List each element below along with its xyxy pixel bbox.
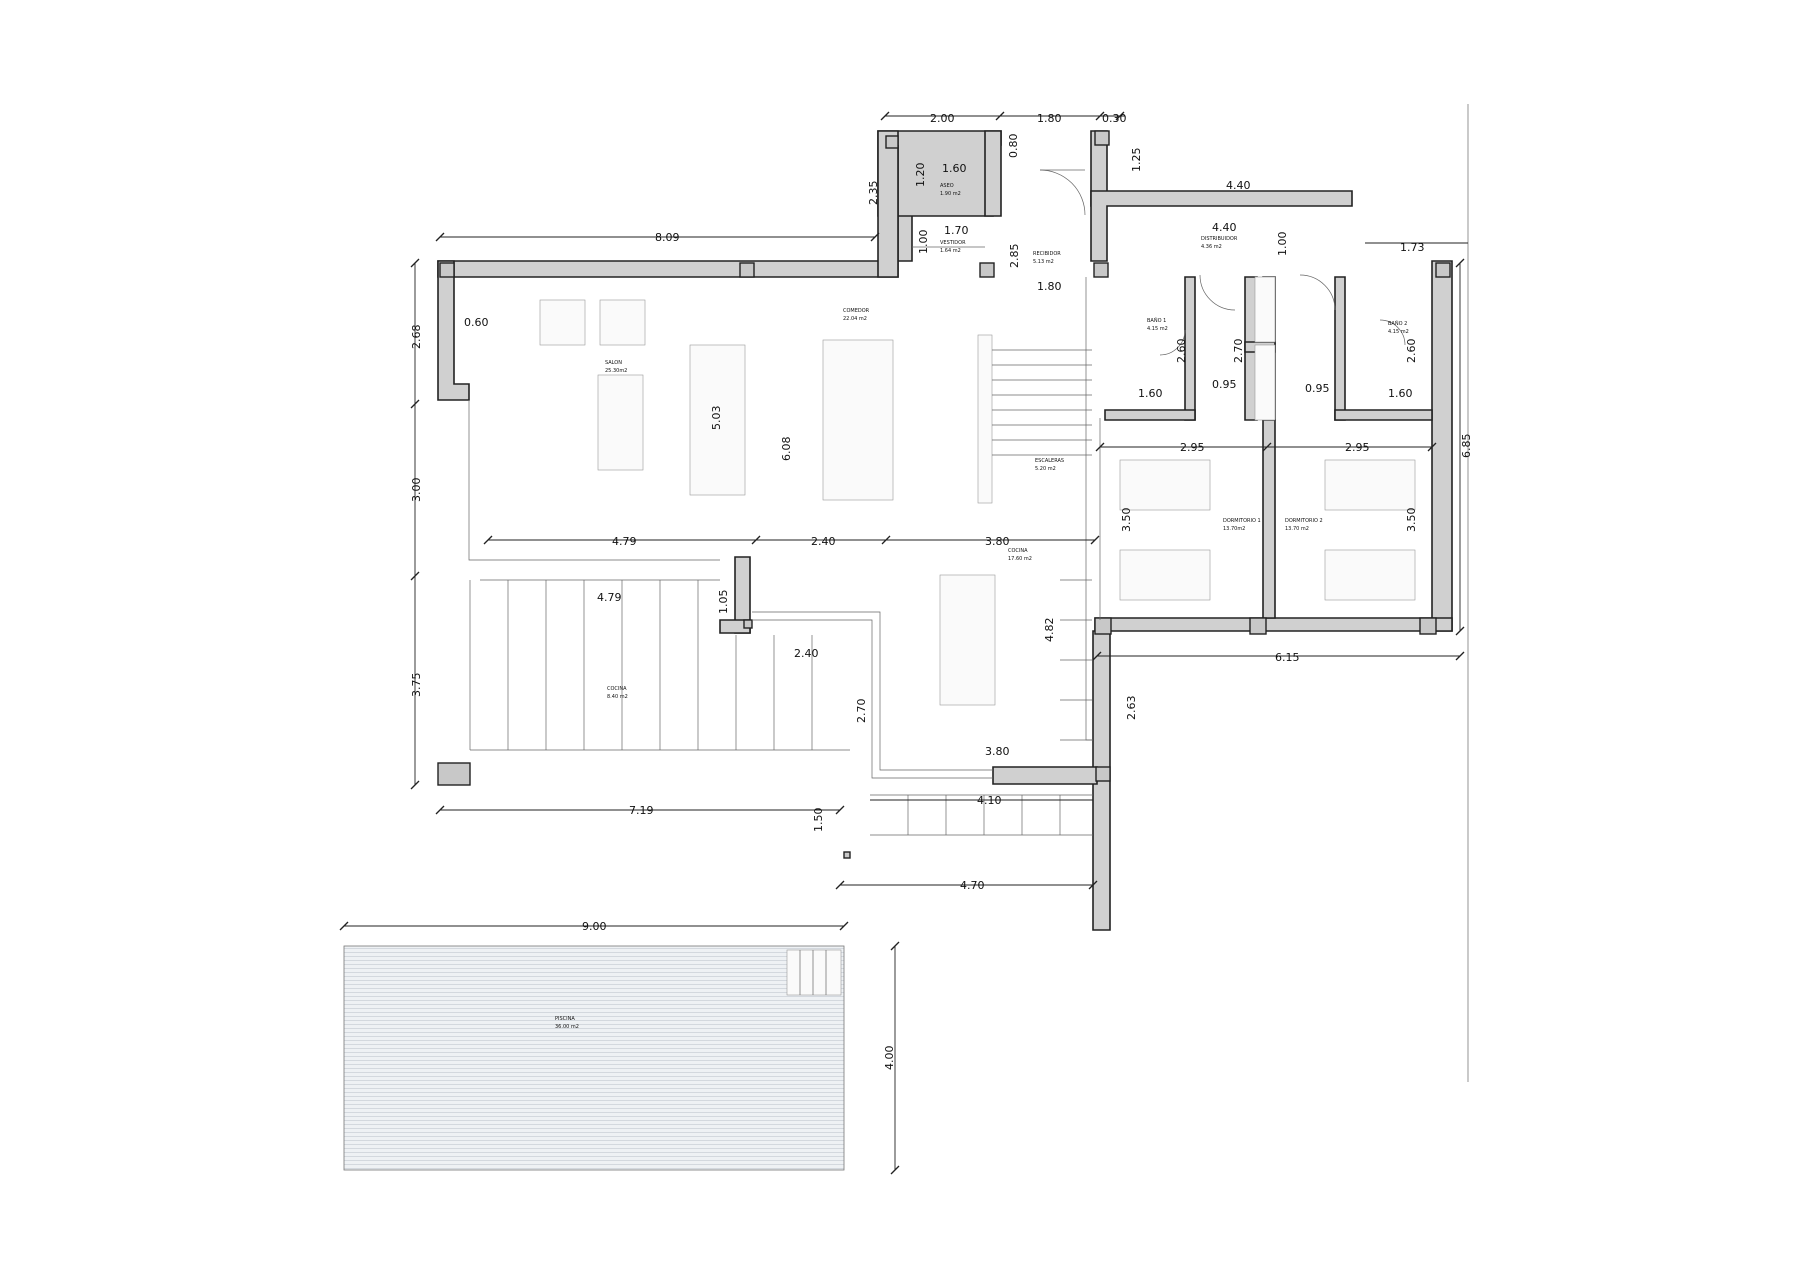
dim-salon-wall: 0.60 bbox=[464, 316, 489, 329]
dim-comedor-h: 6.08 bbox=[780, 437, 793, 462]
dim-bath1-160: 1.60 bbox=[1138, 387, 1163, 400]
dim-dist-top: 4.40 bbox=[1226, 179, 1251, 192]
room-escaleras-area: 5.20 m2 bbox=[1035, 466, 1056, 472]
dim-terrace-240: 2.40 bbox=[794, 647, 819, 660]
dim-pool-h: 4.00 bbox=[883, 1046, 896, 1071]
stairs bbox=[977, 334, 1092, 741]
dim-bath1-260: 2.60 bbox=[1175, 339, 1188, 364]
room-bano1-name: BAÑO 1 bbox=[1147, 317, 1166, 324]
dim-bed2-h: 3.50 bbox=[1405, 508, 1418, 533]
dim-top-wall: 0.30 bbox=[1102, 112, 1127, 125]
dim-aseo-inner-w: 1.60 bbox=[942, 162, 967, 175]
dim-aseo-inner-h: 1.20 bbox=[914, 163, 927, 188]
room-salon-area: 25.30m2 bbox=[605, 368, 627, 374]
dim-terrace-410: 4.10 bbox=[977, 794, 1002, 807]
dim-salon-mid: 3.00 bbox=[410, 478, 423, 503]
dim-right-615: 6.15 bbox=[1275, 651, 1300, 664]
doors bbox=[1039, 169, 1406, 356]
dim-recibidor-w: 1.80 bbox=[1037, 280, 1062, 293]
room-recibidor-name: RECIBIDOR bbox=[1033, 251, 1061, 257]
room-comedor-name: COMEDOR bbox=[843, 308, 870, 314]
dim-bano2-offset: 1.73 bbox=[1400, 241, 1425, 254]
dimension-lines bbox=[339, 111, 1468, 1175]
room-dormitorio1-name: DORMITORIO 1 bbox=[1223, 518, 1261, 524]
dim-row-380: 3.80 bbox=[985, 535, 1010, 548]
dim-kitchen-380: 3.80 bbox=[985, 745, 1010, 758]
room-cocina-int-name: COCINA bbox=[1008, 548, 1028, 554]
dim-bath2-260: 2.60 bbox=[1405, 339, 1418, 364]
dim-aseo-depth: 2.35 bbox=[867, 181, 880, 206]
dim-bath2-160: 1.60 bbox=[1388, 387, 1413, 400]
room-salon-name: SALON bbox=[605, 360, 622, 366]
dim-salon-low: 3.75 bbox=[410, 673, 423, 698]
dim-salon-side-top: 2.68 bbox=[410, 325, 423, 350]
room-labels: ASEO 1.90 m2 VESTIDOR 1.64 m2 RECIBIDOR … bbox=[555, 183, 1409, 1030]
dim-ext-125: 1.25 bbox=[1130, 148, 1143, 173]
dim-right-685: 6.85 bbox=[1460, 434, 1473, 459]
dim-terrace-479: 4.79 bbox=[597, 591, 622, 604]
room-cocina-int-area: 17.60 m2 bbox=[1008, 556, 1032, 562]
room-dormitorio2-name: DORMITORIO 2 bbox=[1285, 518, 1323, 524]
dim-terrace-150: 1.50 bbox=[812, 808, 825, 833]
dim-bed2-w: 2.95 bbox=[1345, 441, 1370, 454]
dim-pool-w: 9.00 bbox=[582, 920, 607, 933]
room-vestidor-area: 1.64 m2 bbox=[940, 248, 961, 254]
room-dormitorio2-area: 13.70 m2 bbox=[1285, 526, 1309, 532]
room-bano1-area: 4.15 m2 bbox=[1147, 326, 1168, 332]
room-cocina-ext-name: COCINA bbox=[607, 686, 627, 692]
dim-vestidor-w: 1.70 bbox=[944, 224, 969, 237]
dim-right-263: 2.63 bbox=[1125, 696, 1138, 721]
dim-salon-h: 5.03 bbox=[710, 406, 723, 431]
pool bbox=[343, 945, 845, 1171]
room-distribuidor-area: 4.36 m2 bbox=[1201, 244, 1222, 250]
pool-steps bbox=[786, 949, 842, 996]
dim-salon-top: 8.09 bbox=[655, 231, 680, 244]
room-distribuidor-name: DISTRIBUIDOR bbox=[1201, 236, 1238, 242]
dim-terrace-105: 1.05 bbox=[717, 590, 730, 615]
dim-kitchen-482: 4.82 bbox=[1043, 618, 1056, 643]
dimension-texts: 2.00 1.80 0.30 1.60 1.20 2.35 0.80 1.70 … bbox=[410, 112, 1473, 1070]
room-bano2-area: 4.15 m2 bbox=[1388, 329, 1409, 335]
terrace-paving bbox=[469, 580, 1093, 836]
room-piscina-name: PISCINA bbox=[555, 1016, 575, 1022]
room-piscina-area: 36.00 m2 bbox=[555, 1024, 579, 1030]
room-recibidor-area: 5.13 m2 bbox=[1033, 259, 1054, 265]
dim-bed1-w: 2.95 bbox=[1180, 441, 1205, 454]
dim-terrace-270: 2.70 bbox=[855, 699, 868, 724]
room-escaleras-name: ESCALERAS bbox=[1035, 458, 1064, 464]
dim-terrace-470: 4.70 bbox=[960, 879, 985, 892]
dim-door-080: 0.80 bbox=[1007, 134, 1020, 159]
room-cocina-ext-area: 8.40 m2 bbox=[607, 694, 628, 700]
dim-recibidor-depth: 2.85 bbox=[1008, 244, 1021, 269]
room-aseo-name: ASEO bbox=[940, 183, 954, 189]
dim-bath-095a: 0.95 bbox=[1212, 378, 1237, 391]
furniture bbox=[539, 276, 1416, 706]
dim-bed1-h: 3.50 bbox=[1120, 508, 1133, 533]
room-dormitorio1-area: 13.70m2 bbox=[1223, 526, 1245, 532]
dim-top-aseo-width: 2.00 bbox=[930, 112, 955, 125]
dim-terrace-719: 7.19 bbox=[629, 804, 654, 817]
dim-top-recibidor-width: 1.80 bbox=[1037, 112, 1062, 125]
room-aseo-area: 1.90 m2 bbox=[940, 191, 961, 197]
dim-row-240: 2.40 bbox=[811, 535, 836, 548]
columns bbox=[437, 130, 1451, 859]
dim-vestidor-h: 1.00 bbox=[917, 230, 930, 255]
room-bano2-name: BAÑO 2 bbox=[1388, 320, 1407, 327]
dim-dist-depth: 1.00 bbox=[1276, 232, 1289, 257]
dim-row-479: 4.79 bbox=[612, 535, 637, 548]
dim-closet-270: 2.70 bbox=[1232, 339, 1245, 364]
dim-bath-095b: 0.95 bbox=[1305, 382, 1330, 395]
dim-dist-inner: 4.40 bbox=[1212, 221, 1237, 234]
room-vestidor-name: VESTIDOR bbox=[940, 240, 966, 246]
room-comedor-area: 22.04 m2 bbox=[843, 316, 867, 322]
